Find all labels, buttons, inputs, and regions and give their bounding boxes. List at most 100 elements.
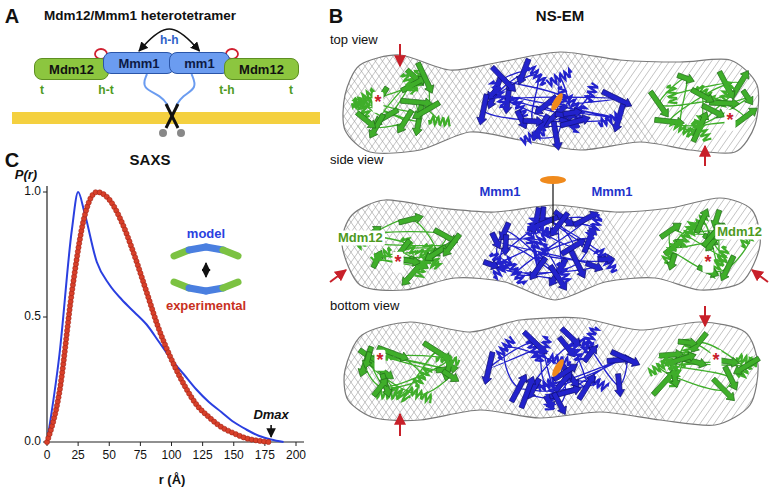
mesh-line xyxy=(0,52,12,152)
mesh-line xyxy=(766,198,771,300)
mesh-line xyxy=(433,318,508,425)
mesh-line xyxy=(96,318,171,425)
mesh-line xyxy=(250,198,321,300)
mesh-line xyxy=(187,198,258,300)
mesh-line xyxy=(608,318,683,425)
mesh-line xyxy=(593,318,668,425)
mesh-line xyxy=(544,198,615,300)
beta-strand xyxy=(580,342,600,364)
mesh-line xyxy=(286,318,361,425)
tick xyxy=(202,442,203,446)
protein-label: Mmm1 xyxy=(589,185,634,200)
domain-name: Mdm12 xyxy=(239,62,284,77)
beta-strand xyxy=(600,87,634,110)
mesh-line xyxy=(131,318,206,425)
mesh-line xyxy=(685,318,760,425)
mesh-line xyxy=(285,198,356,300)
mesh-line xyxy=(187,318,262,425)
tick-label: 150 xyxy=(224,449,244,463)
mesh-line xyxy=(255,198,326,300)
mesh-line xyxy=(152,318,227,425)
mesh-line xyxy=(474,318,549,425)
beta-strand xyxy=(692,207,712,235)
lipid-head xyxy=(159,129,167,137)
mesh-line xyxy=(68,318,143,425)
mesh-line xyxy=(446,318,521,425)
mesh-line xyxy=(278,198,349,300)
mesh-line xyxy=(383,52,453,152)
beta-strand xyxy=(514,57,533,86)
em-mesh xyxy=(0,318,771,425)
mesh-line xyxy=(732,52,771,152)
beta-strand xyxy=(475,93,491,126)
beta-strand xyxy=(562,106,582,119)
mesh-line xyxy=(0,52,5,152)
mesh-line xyxy=(341,318,416,425)
mesh-line xyxy=(248,198,319,300)
series-label: model xyxy=(187,227,225,242)
beta-strand xyxy=(394,108,416,136)
mesh-line xyxy=(397,198,468,300)
mesh-line xyxy=(565,52,635,152)
mesh-line xyxy=(0,198,34,300)
mesh-line xyxy=(0,198,13,300)
coil-trace xyxy=(491,216,606,278)
mesh-line xyxy=(468,318,543,425)
mesh-line xyxy=(654,198,725,300)
mesh-line xyxy=(0,318,31,425)
tick-label: 50 xyxy=(103,449,116,463)
mesh-line xyxy=(222,198,293,300)
mesh-line xyxy=(251,318,326,425)
mesh-line xyxy=(89,198,160,300)
tail-label: t xyxy=(40,84,44,98)
tick-label: 0 xyxy=(44,449,51,463)
mesh-line xyxy=(313,198,384,300)
beta-strand xyxy=(398,212,425,228)
mesh-line xyxy=(404,198,475,300)
interface-label: h-t xyxy=(98,84,113,98)
helix xyxy=(520,127,547,145)
mesh-line xyxy=(0,318,10,425)
beta-strand xyxy=(613,373,625,397)
mesh-line xyxy=(159,52,229,152)
mesh-line xyxy=(0,318,17,425)
mesh-line xyxy=(180,198,251,300)
helix xyxy=(586,214,604,240)
data-point xyxy=(266,439,271,444)
beta-strand xyxy=(526,255,550,283)
beta-strand xyxy=(489,64,520,95)
beta-strand xyxy=(559,235,588,258)
mesh-line xyxy=(5,318,80,425)
helix xyxy=(584,83,598,103)
helix xyxy=(534,336,552,364)
mesh-line xyxy=(598,198,669,300)
mesh-line xyxy=(139,318,214,425)
tick xyxy=(296,442,297,446)
red-arrow xyxy=(399,414,401,436)
y-axis xyxy=(46,186,47,442)
asterisk: * xyxy=(710,350,721,371)
mesh-line xyxy=(570,198,641,300)
mesh-line xyxy=(243,198,314,300)
beta-strand xyxy=(370,375,392,399)
mesh-line xyxy=(229,318,304,425)
tick-label: 75 xyxy=(134,449,147,463)
mesh-line xyxy=(412,318,487,425)
mesh-line xyxy=(213,198,284,300)
helix xyxy=(678,220,697,247)
mesh-line xyxy=(335,318,410,425)
mesh-line xyxy=(454,318,529,425)
protein-label: Mmm1 xyxy=(477,185,522,200)
domain-segment xyxy=(223,282,238,288)
mesh-line xyxy=(565,198,636,300)
mesh-line xyxy=(612,198,683,300)
mesh-line xyxy=(510,318,585,425)
helix xyxy=(495,336,516,359)
mesh-line xyxy=(236,198,307,300)
mesh-line xyxy=(26,198,97,300)
helix xyxy=(546,69,573,87)
mesh-line xyxy=(423,198,494,300)
mesh-line xyxy=(591,198,662,300)
